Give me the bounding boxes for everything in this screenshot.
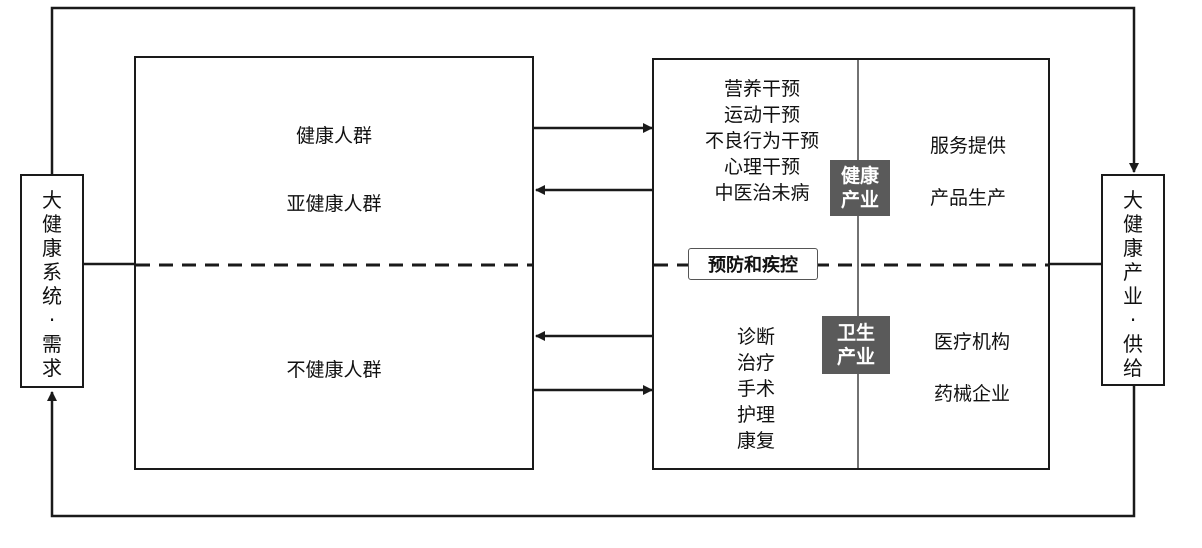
demand-side-char: 统: [42, 284, 62, 308]
bottom-feedback-line: [47, 386, 1136, 518]
supply-side-char: 大: [1123, 188, 1143, 212]
health-intervention-item: 心理干预: [723, 156, 800, 178]
health-intervention-item: 中医治未病: [714, 182, 810, 204]
demand-side-char: 康: [42, 236, 62, 260]
medical-treatment-item: 护理: [736, 404, 775, 426]
health-services-list: 服务提供产品生产: [898, 120, 1038, 224]
health-intervention-item: 不良行为干预: [704, 130, 819, 152]
medical-treatments-list: 诊断治疗手术护理康复: [718, 324, 794, 454]
supply-side-char: 供: [1123, 332, 1143, 356]
demand-side-char: 系: [42, 260, 62, 284]
supply-side-char: 康: [1123, 236, 1143, 260]
demand-side-box: 大健康系统·需求: [20, 174, 84, 388]
prevention-label: 预防和疾控: [688, 248, 818, 280]
medical-provider-item: 医疗机构: [933, 331, 1010, 353]
supply-side-char: 业: [1123, 284, 1143, 308]
medical-treatment-item: 诊断: [736, 326, 775, 348]
medical-provider-item: 药械企业: [933, 383, 1010, 405]
health-badge-line: 产业: [840, 189, 879, 211]
demand-side-char: 求: [42, 356, 62, 380]
supply-side-char: ·: [1129, 308, 1137, 332]
medical-industry-badge: 卫生产业: [822, 316, 890, 374]
demand-side-char: 大: [42, 188, 62, 212]
healthy-population: 健康人群: [295, 125, 372, 147]
industry-box: 营养干预运动干预不良行为干预心理干预中医治未病 健康产业 服务提供产品生产 预防…: [652, 58, 1050, 470]
demand-side-label: 大健康系统·需求: [22, 188, 82, 380]
health-industry-badge: 健康产业: [830, 160, 890, 216]
sub-healthy-population: 亚健康人群: [286, 193, 382, 215]
demand-side-char: 需: [42, 332, 62, 356]
supply-side-char: 健: [1123, 212, 1143, 236]
supply-side-label: 大健康产业·供给: [1103, 188, 1163, 380]
supply-side-box: 大健康产业·供给: [1101, 174, 1165, 386]
medical-treatment-item: 康复: [736, 430, 775, 452]
health-intervention-item: 运动干预: [723, 104, 800, 126]
health-intervention-item: 营养干预: [723, 78, 800, 100]
health-badge-line: 健康: [840, 165, 879, 187]
industry-dividers: [654, 60, 1048, 468]
supply-side-char: 产: [1123, 260, 1143, 284]
demand-side-char: 健: [42, 212, 62, 236]
demand-side-char: ·: [48, 308, 56, 332]
medical-treatment-item: 治疗: [736, 352, 775, 374]
top-feedback-line: [50, 6, 1139, 174]
medical-badge-line: 产业: [836, 346, 875, 368]
population-divider: [136, 263, 532, 267]
supply-side-char: 给: [1123, 356, 1143, 380]
health-service-item: 产品生产: [929, 187, 1006, 209]
unhealthy-population: 不健康人群: [286, 359, 382, 381]
medical-treatment-item: 手术: [736, 378, 775, 400]
health-interventions-list: 营养干预运动干预不良行为干预心理干预中医治未病: [674, 76, 850, 206]
medical-badge-line: 卫生: [836, 322, 875, 344]
population-box: 健康人群 亚健康人群 不健康人群: [134, 56, 534, 470]
health-service-item: 服务提供: [929, 135, 1006, 157]
medical-providers-list: 医疗机构药械企业: [902, 316, 1042, 420]
